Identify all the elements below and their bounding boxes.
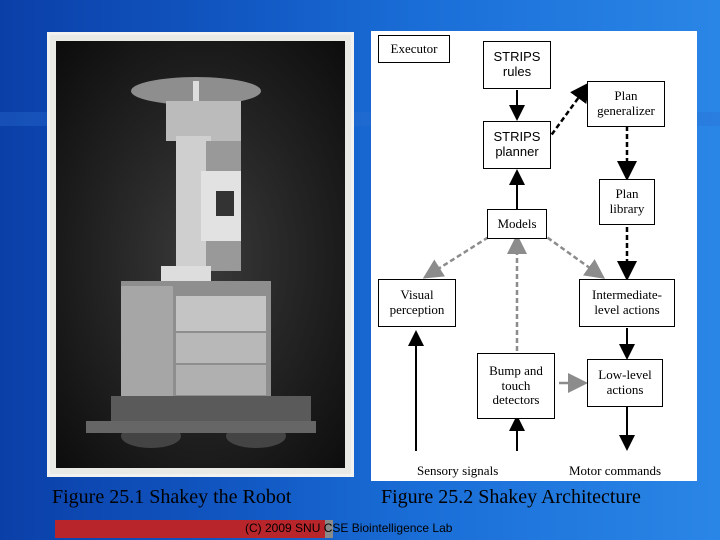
shakey-photo-image (56, 41, 345, 468)
footer-credit: (C) 2009 SNU CSE Biointelligence Lab (245, 521, 453, 535)
motor-commands-label: Motor commands (569, 463, 662, 478)
sensory-signals-label: Sensory signals (417, 463, 499, 478)
plan-library-box: Plan library (599, 179, 655, 225)
strips-rules-box: STRIPS rules (483, 41, 551, 89)
shakey-photo (47, 32, 354, 477)
right-figure-caption: Figure 25.2 Shakey Architecture (381, 486, 641, 508)
architecture-diagram: Executor STRIPS rules STRIPS planner Pla… (371, 31, 697, 481)
intermediate-actions-box: Intermediate- level actions (579, 279, 675, 327)
strips-planner-box: STRIPS planner (483, 121, 551, 169)
footer-gray-bar (325, 520, 333, 538)
models-box: Models (487, 209, 547, 239)
footer: (C) 2009 SNU CSE Biointelligence Lab (0, 517, 720, 540)
plan-generalizer-box: Plan generalizer (587, 81, 665, 127)
diagram-arrows (408, 81, 637, 451)
left-figure-caption: Figure 25.1 Shakey the Robot (52, 486, 292, 508)
bump-touch-detectors-box: Bump and touch detectors (477, 353, 555, 419)
shakey-robot-illustration (56, 41, 345, 468)
low-level-actions-box: Low-level actions (587, 359, 663, 407)
executor-box: Executor (378, 35, 450, 63)
visual-perception-box: Visual perception (378, 279, 456, 327)
footer-red-bar (55, 520, 325, 538)
